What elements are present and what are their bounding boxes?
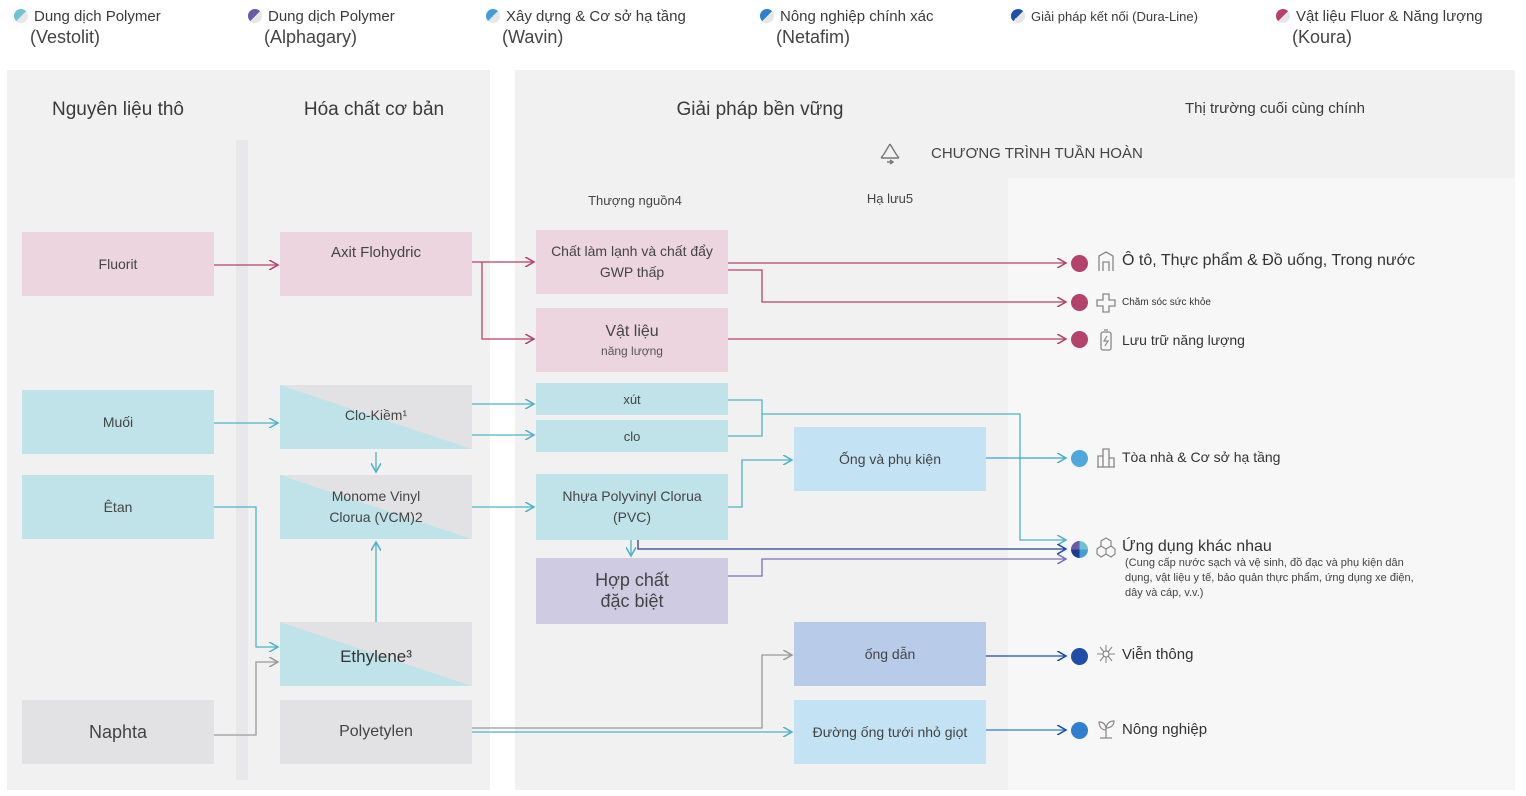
market-auto: Ô tô, Thực phẩm & Đồ uống, Trong nước bbox=[1096, 250, 1415, 272]
downstream-conduit: ống dẫn bbox=[794, 622, 986, 686]
city-icon bbox=[1097, 448, 1115, 468]
market-dot-energy bbox=[1071, 331, 1088, 348]
market-dot-telecom bbox=[1071, 648, 1088, 665]
legend-netafim: Nông nghiệp chính xác (Netafim) bbox=[760, 6, 933, 48]
market-various-applications: Ứng dụng khác nhau bbox=[1096, 536, 1272, 558]
basic-polyethylene: Polyetylen bbox=[280, 700, 472, 764]
market-dot-agri bbox=[1071, 722, 1088, 739]
market-agriculture: Nông nghiệp bbox=[1096, 718, 1207, 740]
raw-ethane: Êtan bbox=[22, 475, 214, 539]
raw-naphtha: Naphta bbox=[22, 700, 214, 764]
koura-color-icon bbox=[1276, 9, 1290, 23]
market-health: Chăm sóc sức khỏe bbox=[1096, 291, 1211, 313]
market-energy-storage: Lưu trữ năng lượng bbox=[1096, 329, 1245, 351]
duraline-color-icon bbox=[1011, 9, 1025, 23]
vestolit-color-icon bbox=[14, 9, 28, 23]
market-dot-health bbox=[1071, 294, 1088, 311]
market-dot-auto bbox=[1071, 255, 1088, 272]
legend-duraline: Giải pháp kết nối (Dura-Line) bbox=[1011, 6, 1198, 27]
upstream-chlorine: clo bbox=[536, 420, 728, 452]
downstream-pipes-fittings: Ống và phụ kiện bbox=[794, 427, 986, 491]
basic-chlor-alkali: Clo-Kiềm¹ bbox=[280, 385, 472, 449]
upstream-pvc: Nhựa Polyvinyl Clorua(PVC) bbox=[536, 474, 728, 540]
circular-program-label: CHƯƠNG TRÌNH TUẦN HOÀN bbox=[931, 145, 1143, 162]
legend-alphagary: Dung dịch Polymer (Alphagary) bbox=[248, 6, 395, 48]
basic-ethylene: Ethylene³ bbox=[280, 622, 472, 686]
downstream-label: Hạ lưu5 bbox=[866, 191, 914, 206]
medical-cross-icon bbox=[1096, 293, 1116, 313]
battery-icon bbox=[1100, 329, 1112, 351]
market-dot-building bbox=[1071, 450, 1088, 467]
column-header-raw: Nguyên liệu thô bbox=[51, 99, 185, 120]
plant-icon bbox=[1098, 720, 1115, 739]
building-icon bbox=[1098, 251, 1114, 271]
wavin-color-icon bbox=[486, 9, 500, 23]
recycle-icon bbox=[880, 143, 900, 165]
downstream-drip-irrigation: Đường ống tưới nhỏ giọt bbox=[794, 700, 986, 764]
raw-fluorit: Fluorit bbox=[22, 232, 214, 296]
legend-vestolit: Dung dịch Polymer (Vestolit) bbox=[14, 6, 161, 48]
raw-salt: Muối bbox=[22, 390, 214, 454]
market-various-note: (Cung cấp nước sạch và vệ sinh, đồ đạc v… bbox=[1125, 557, 1414, 599]
cubes-icon bbox=[1096, 537, 1116, 558]
column-header-sustainable: Giải pháp bền vững bbox=[676, 99, 844, 120]
legend-koura: Vật liệu Fluor & Năng lượng (Koura) bbox=[1276, 6, 1483, 48]
market-dot-various bbox=[1071, 541, 1088, 558]
netafim-color-icon bbox=[760, 9, 774, 23]
alphagary-color-icon bbox=[248, 9, 262, 23]
column-header-basic: Hóa chất cơ bản bbox=[303, 99, 445, 120]
left-divider-shade bbox=[236, 140, 248, 780]
market-building-infrastructure: Tòa nhà & Cơ sở hạ tầng bbox=[1096, 446, 1280, 468]
legend-wavin: Xây dựng & Cơ sở hạ tầng (Wavin) bbox=[486, 6, 686, 48]
upstream-label: Thượng nguồn4 bbox=[588, 193, 682, 208]
market-telecom: Viễn thông bbox=[1096, 643, 1193, 665]
network-icon bbox=[1097, 645, 1115, 663]
basic-hydrofluoric-acid: Axit Flohydric bbox=[280, 232, 472, 296]
upstream-caustic-soda: xút bbox=[536, 383, 728, 415]
market-area bbox=[1008, 178, 1515, 790]
column-header-markets: Thị trường cuối cùng chính bbox=[1185, 100, 1365, 117]
